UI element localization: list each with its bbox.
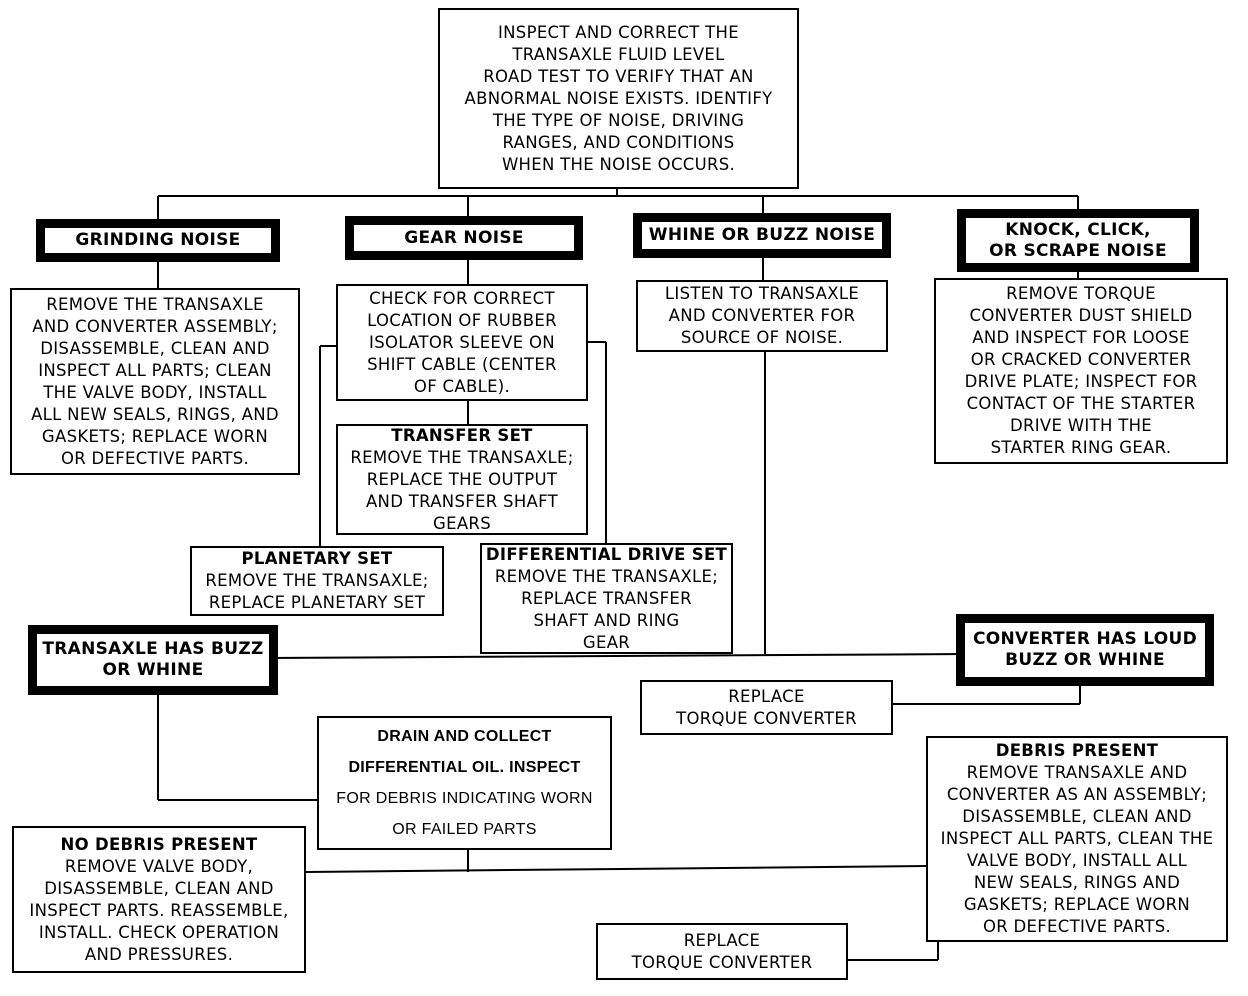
drain-line-1: DRAIN AND COLLECT: [377, 728, 552, 745]
no-debris-line-1: REMOVE VALVE BODY,: [64, 856, 254, 876]
no-debris-title: NO DEBRIS PRESENT: [60, 834, 258, 854]
differential-line-4: GEAR: [582, 632, 631, 652]
gear-check-line-4: SHIFT CABLE (CENTER: [367, 354, 557, 374]
transaxle-buzz-header: TRANSAXLE HAS BUZZ OR WHINE: [28, 625, 278, 695]
planetary-set-box: PLANETARY SET REMOVE THE TRANSAXLE; REPL…: [190, 546, 444, 616]
grinding-line-8: OR DEFECTIVE PARTS.: [60, 448, 250, 468]
transaxle-buzz-line-1: TRANSAXLE HAS BUZZ: [42, 639, 264, 659]
converter-buzz-line-1: CONVERTER HAS LOUD: [972, 629, 1197, 649]
grinding-line-4: INSPECT ALL PARTS; CLEAN: [38, 360, 272, 380]
debris-present-title: DEBRIS PRESENT: [995, 741, 1159, 760]
debris-line-6: NEW SEALS, RINGS AND: [973, 873, 1181, 892]
knock-line-4: OR CRACKED CONVERTER: [970, 350, 1192, 369]
differential-line-1: REMOVE THE TRANSAXLE;: [494, 566, 719, 586]
knock-noise-line-1: KNOCK, CLICK,: [1005, 219, 1151, 240]
knock-action-box: REMOVE TORQUE CONVERTER DUST SHIELD AND …: [934, 278, 1228, 464]
gear-noise-header: GEAR NOISE: [345, 216, 583, 260]
debris-line-4: INSPECT ALL PARTS, CLEAN THE: [940, 829, 1214, 848]
no-debris-line-2: DISASSEMBLE, CLEAN AND: [44, 878, 274, 898]
drain-line-3: FOR DEBRIS INDICATING WORN: [336, 790, 593, 807]
planetary-set-line-2: REPLACE PLANETARY SET: [208, 593, 426, 612]
top-line-7: WHEN THE NOISE OCCURS.: [501, 154, 736, 174]
transaxle-buzz-line-2: OR WHINE: [102, 660, 204, 680]
debris-line-7: GASKETS; REPLACE WORN: [963, 895, 1191, 914]
debris-present-box: DEBRIS PRESENT REMOVE TRANSAXLE AND CONV…: [926, 736, 1228, 942]
grinding-line-5: THE VALVE BODY, INSTALL: [43, 382, 267, 402]
converter-buzz-header: CONVERTER HAS LOUD BUZZ OR WHINE: [956, 614, 1214, 686]
debris-line-8: OR DEFECTIVE PARTS.: [982, 917, 1172, 936]
listen-box: LISTEN TO TRANSAXLE AND CONVERTER FOR SO…: [636, 280, 888, 352]
knock-line-3: AND INSPECT FOR LOOSE: [972, 328, 1190, 347]
listen-line-2: AND CONVERTER FOR: [668, 306, 856, 325]
debris-line-1: REMOVE TRANSAXLE AND: [966, 763, 1188, 782]
whine-buzz-noise-header: WHINE OR BUZZ NOISE: [633, 213, 891, 258]
grinding-noise-title: GRINDING NOISE: [75, 230, 241, 250]
differential-drive-set-title: DIFFERENTIAL DRIVE SET: [485, 544, 728, 564]
top-line-3: ROAD TEST TO VERIFY THAT AN: [483, 66, 754, 86]
replace-converter-1-line-1: REPLACE: [728, 686, 805, 706]
differential-line-2: REPLACE TRANSFER: [521, 588, 692, 608]
top-line-1: INSPECT AND CORRECT THE: [497, 22, 739, 42]
planetary-set-line-1: REMOVE THE TRANSAXLE;: [205, 571, 429, 590]
gear-check-line-5: OF CABLE).: [413, 376, 511, 396]
transfer-set-line-1: REMOVE THE TRANSAXLE;: [350, 447, 574, 467]
grinding-line-2: AND CONVERTER ASSEMBLY;: [32, 316, 278, 336]
no-debris-line-4: INSTALL. CHECK OPERATION: [38, 922, 280, 942]
top-line-6: RANGES, AND CONDITIONS: [502, 132, 735, 152]
top-line-2: TRANSAXLE FLUID LEVEL: [512, 44, 725, 64]
drain-line-4: OR FAILED PARTS: [392, 821, 537, 838]
transfer-set-line-4: GEARS: [433, 513, 491, 533]
knock-line-6: CONTACT OF THE STARTER: [966, 394, 1196, 413]
differential-line-3: SHAFT AND RING: [533, 610, 680, 630]
top-line-5: THE TYPE OF NOISE, DRIVING: [492, 110, 745, 130]
grinding-line-6: ALL NEW SEALS, RINGS, AND: [31, 404, 279, 424]
knock-line-1: REMOVE TORQUE: [1006, 284, 1156, 303]
drain-line-2: DIFFERENTIAL OIL. INSPECT: [348, 759, 581, 776]
top-line-4: ABNORMAL NOISE EXISTS. IDENTIFY: [464, 88, 773, 108]
knock-line-7: DRIVE WITH THE: [1009, 416, 1153, 435]
whine-buzz-noise-title: WHINE OR BUZZ NOISE: [648, 225, 876, 245]
grinding-line-3: DISASSEMBLE, CLEAN AND: [40, 338, 270, 358]
knock-noise-header: KNOCK, CLICK, OR SCRAPE NOISE: [957, 209, 1199, 272]
converter-buzz-line-2: BUZZ OR WHINE: [1005, 650, 1165, 670]
no-debris-line-3: INSPECT PARTS. REASSEMBLE,: [29, 900, 289, 920]
debris-line-2: CONVERTER AS AN ASSEMBLY;: [946, 785, 1208, 804]
knock-noise-line-2: OR SCRAPE NOISE: [989, 240, 1167, 261]
listen-line-1: LISTEN TO TRANSAXLE: [664, 284, 860, 303]
replace-converter-box-1: REPLACE TORQUE CONVERTER: [640, 680, 893, 735]
transfer-set-title: TRANSFER SET: [391, 425, 533, 445]
no-debris-present-box: NO DEBRIS PRESENT REMOVE VALVE BODY, DIS…: [12, 826, 306, 973]
gear-check-box: CHECK FOR CORRECT LOCATION OF RUBBER ISO…: [336, 284, 588, 401]
grinding-line-1: REMOVE THE TRANSAXLE: [46, 294, 264, 314]
knock-line-2: CONVERTER DUST SHIELD: [969, 306, 1193, 325]
start-inspect-box: INSPECT AND CORRECT THE TRANSAXLE FLUID …: [438, 8, 799, 189]
gear-noise-title: GEAR NOISE: [404, 227, 524, 248]
replace-converter-box-2: REPLACE TORQUE CONVERTER: [596, 923, 848, 980]
planetary-set-title: PLANETARY SET: [241, 549, 393, 568]
knock-line-8: STARTER RING GEAR.: [990, 438, 1172, 457]
grinding-noise-header: GRINDING NOISE: [36, 219, 280, 262]
grinding-action-box: REMOVE THE TRANSAXLE AND CONVERTER ASSEM…: [10, 288, 300, 475]
transfer-set-line-3: AND TRANSFER SHAFT: [365, 491, 559, 511]
knock-line-5: DRIVE PLATE; INSPECT FOR: [964, 372, 1198, 391]
grinding-line-7: GASKETS; REPLACE WORN: [41, 426, 269, 446]
gear-check-line-1: CHECK FOR CORRECT: [369, 288, 555, 308]
debris-line-5: VALVE BODY, INSTALL ALL: [966, 851, 1188, 870]
replace-converter-2-line-2: TORQUE CONVERTER: [631, 952, 813, 972]
transfer-set-box: TRANSFER SET REMOVE THE TRANSAXLE; REPLA…: [336, 424, 588, 535]
listen-line-3: SOURCE OF NOISE.: [680, 328, 844, 347]
no-debris-line-5: AND PRESSURES.: [84, 944, 234, 964]
gear-check-line-2: LOCATION OF RUBBER: [367, 310, 557, 330]
debris-line-3: DISASSEMBLE, CLEAN AND: [962, 807, 1192, 826]
transfer-set-line-2: REPLACE THE OUTPUT: [366, 469, 558, 489]
replace-converter-2-line-1: REPLACE: [683, 930, 761, 950]
differential-drive-set-box: DIFFERENTIAL DRIVE SET REMOVE THE TRANSA…: [480, 543, 733, 654]
replace-converter-1-line-2: TORQUE CONVERTER: [676, 708, 857, 728]
drain-collect-box: DRAIN AND COLLECT DIFFERENTIAL OIL. INSP…: [317, 716, 612, 850]
gear-check-line-3: ISOLATOR SLEEVE ON: [369, 332, 555, 352]
